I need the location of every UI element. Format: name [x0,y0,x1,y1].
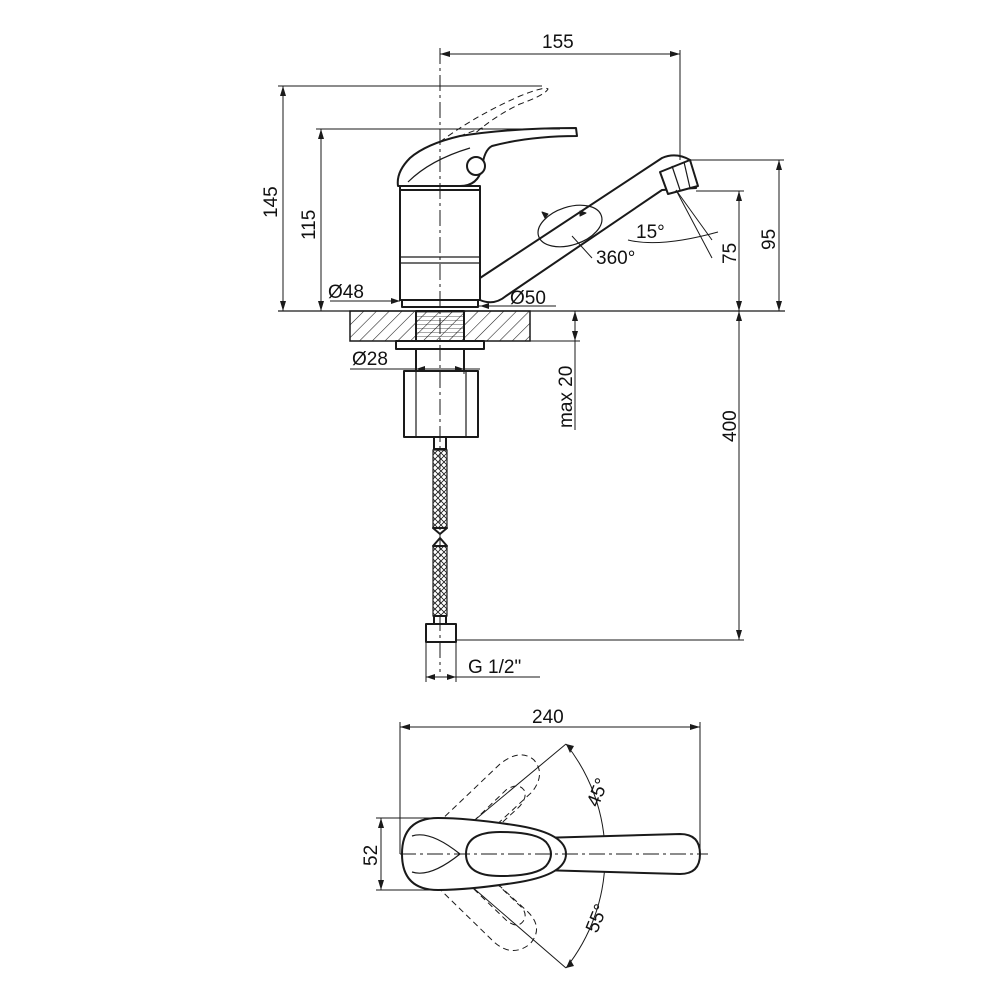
dimension-reach: 155 [440,32,681,160]
top-plan-view: 45° 55° 240 52 [361,707,708,969]
dimension-plan-depth: 52 [361,817,438,891]
dimension-thread-diameter: Ø28 [350,349,480,374]
lever-pivot [466,156,486,176]
svg-text:400: 400 [720,410,741,442]
label-spout-swivel: 360° [596,248,635,269]
svg-text:G 1/2": G 1/2" [468,657,521,678]
swivel-rotation-marker [537,204,603,248]
svg-text:max 20: max 20 [556,366,577,428]
dimension-flange-diameter: Ø50 [478,288,556,309]
dimension-plan-width: 240 [399,707,701,854]
lever-alternate-position-45 [415,754,540,867]
label-lever-angle-cold: 45° [583,775,613,810]
dimension-spout-height: 95 [690,159,784,311]
svg-text:115: 115 [299,210,320,240]
svg-text:155: 155 [542,32,574,53]
dimension-total-height: 145 [261,85,542,311]
svg-text:75: 75 [720,243,741,264]
side-elevation-view: 360° 15° 155 [261,32,785,682]
svg-text:145: 145 [261,186,282,218]
dimension-hose-thread: G 1/2" [425,642,540,682]
dimension-hose-length: 400 [456,311,744,641]
dimension-spout-clearance: 75 [696,190,744,311]
dimension-mount-thickness: max 20 [530,311,580,430]
hose-connector-nut [425,623,457,643]
lever-handle [396,127,578,187]
dimension-body-height: 115 [299,128,560,311]
label-spout-tilt: 15° [636,222,665,243]
svg-text:Ø28: Ø28 [352,349,388,370]
spout-aerator [659,159,699,195]
svg-text:Ø50: Ø50 [510,288,546,309]
dimension-base-diameter: Ø48 [328,282,400,304]
svg-text:240: 240 [532,707,564,728]
label-lever-angle-hot: 55° [582,901,612,936]
svg-text:52: 52 [361,845,382,866]
svg-text:95: 95 [759,229,780,250]
svg-text:Ø48: Ø48 [328,282,364,303]
fixing-nut [403,370,479,438]
